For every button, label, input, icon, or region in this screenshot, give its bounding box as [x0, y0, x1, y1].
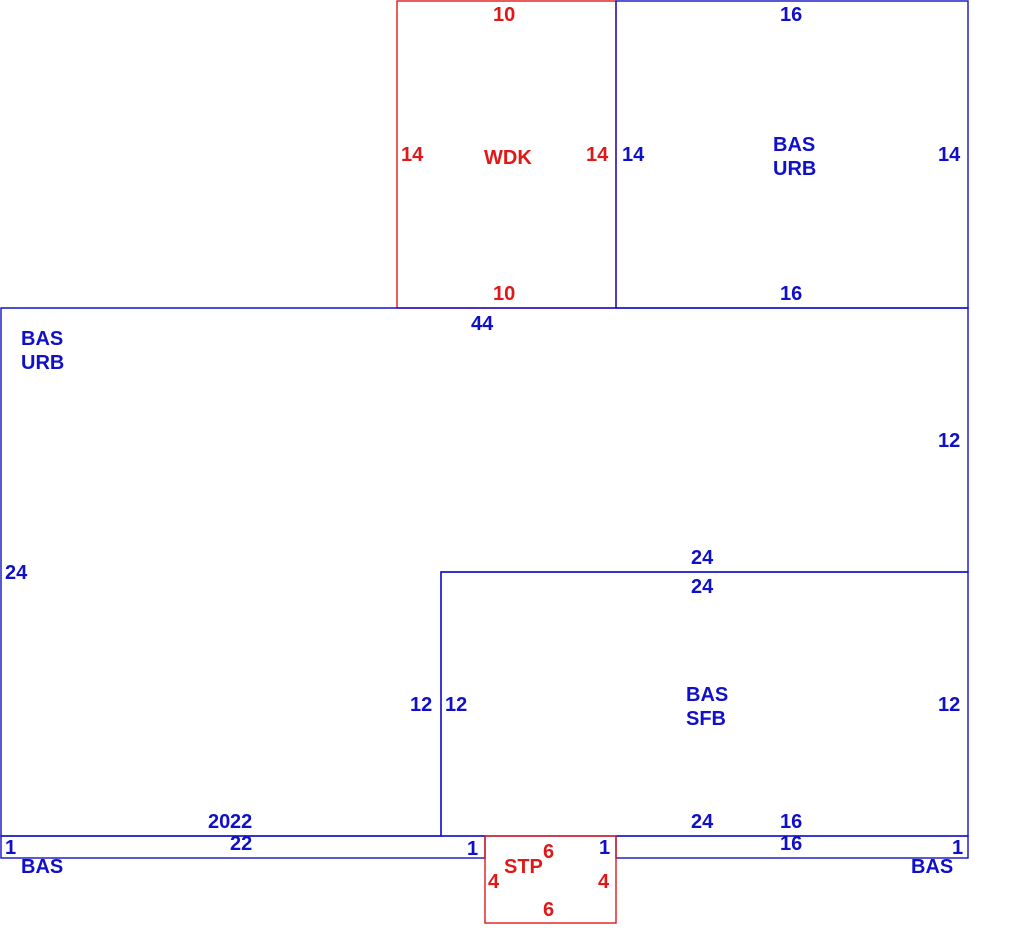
- wdk-area-label: WDK: [484, 147, 532, 169]
- bas-urb-upper-right-dimension: 14: [938, 144, 961, 166]
- bas-strip-left-left-dimension: 1: [5, 837, 16, 859]
- bas-strip-right-top-dimension: 16: [780, 811, 802, 833]
- stp-bottom-dimension: 6: [543, 899, 554, 921]
- bas-urb-upper-bottom-dimension: 16: [780, 283, 802, 305]
- stp-top-dimension: 6: [543, 841, 554, 863]
- stp-left-dimension: 4: [488, 871, 500, 893]
- bas-strip-right-left-dimension: 1: [599, 837, 610, 859]
- bas-strip-right-label: BAS: [911, 856, 953, 878]
- bas-strip-left-top-dimension: 22: [230, 811, 252, 833]
- bas-urb-main-step-top-dimension: 24: [691, 547, 714, 569]
- bas-urb-main-label-line2: URB: [21, 352, 64, 374]
- bas-urb-upper-left-dimension: 14: [622, 144, 645, 166]
- stp-area-outline: [484, 835, 617, 924]
- bas-sfb-label-line1: BAS: [686, 684, 728, 706]
- bas-urb-main-step-left-dimension: 12: [410, 694, 432, 716]
- bas-strip-left-bottom-dimension: 22: [230, 833, 252, 855]
- bas-strip-right-bottom-dimension: 16: [780, 833, 802, 855]
- bas-urb-main-label-line1: BAS: [21, 328, 63, 350]
- bas-urb-main-left-dimension: 24: [5, 562, 28, 584]
- bas-sfb-left-dimension: 12: [445, 694, 467, 716]
- bas-urb-upper-label-line2: URB: [773, 158, 816, 180]
- bas-sfb-bottom-dimension: 24: [691, 811, 714, 833]
- bas-urb-main-top-dimension: 44: [471, 313, 494, 335]
- bas-urb-main-bottom-dimension: 20: [208, 811, 230, 833]
- bas-urb-upper-label-line1: BAS: [773, 134, 815, 156]
- bas-sfb-top-dimension: 24: [691, 576, 714, 598]
- bas-urb-upper-top-dimension: 16: [780, 4, 802, 26]
- bas-sfb-label-line2: SFB: [686, 708, 726, 730]
- bas-sfb-right-dimension: 12: [938, 694, 960, 716]
- wdk-bottom-dimension: 10: [493, 283, 515, 305]
- bas-strip-right-right-dimension: 1: [952, 837, 963, 859]
- stp-right-dimension: 4: [598, 871, 610, 893]
- bas-strip-left-label: BAS: [21, 856, 63, 878]
- wdk-left-dimension: 14: [401, 144, 424, 166]
- wdk-right-dimension: 14: [586, 144, 609, 166]
- bas-urb-main-right-dimension: 12: [938, 430, 960, 452]
- wdk-top-dimension: 10: [493, 4, 515, 26]
- bas-strip-left-right-dimension: 1: [467, 838, 478, 860]
- stp-area-label: STP: [504, 856, 543, 878]
